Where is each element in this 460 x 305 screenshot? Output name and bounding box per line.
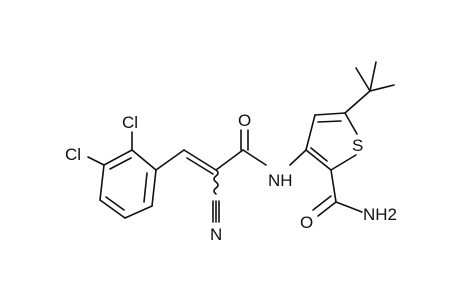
tbutyl-methyl-bond (355, 67, 371, 92)
tbutyl-bond (344, 90, 371, 114)
cl-bond-left (87, 156, 105, 166)
amide-co-double-bond-inner (312, 195, 332, 211)
ring-double-bond (314, 112, 346, 116)
ring-amide-bond (330, 169, 337, 203)
dichlorophenyl-ring (99, 149, 157, 219)
nitrile-n-label: N (210, 225, 222, 244)
ring-bond (344, 112, 358, 135)
acrylamide-chain (155, 129, 267, 223)
aryl-vinyl-bond (155, 149, 185, 171)
amide-co-double-bond (317, 201, 337, 217)
tbutyl-methyl-bond (369, 84, 395, 92)
amide-nh2-label: NH2 (363, 205, 397, 224)
wavy-nitrile-bond (213, 169, 219, 195)
tert-butyl-group (344, 61, 395, 114)
ring-double-bond (143, 172, 148, 203)
oxygen-bottom-label: O (300, 213, 313, 232)
cl-left-label: Cl (65, 145, 81, 164)
ring-double-bond-inner (310, 147, 328, 162)
carbonyl-nh-bond (242, 149, 267, 166)
ring-bond (99, 199, 126, 219)
ring-bond (330, 154, 357, 171)
vinyl-double-bond (183, 149, 217, 171)
amide-nh-label: NH (268, 171, 293, 190)
ring-double-bond (105, 196, 125, 211)
ring-bond (151, 169, 157, 207)
ring-bond (103, 149, 133, 166)
ring-bond (305, 114, 316, 151)
sulfur-label: S (352, 136, 363, 155)
ring-bond (124, 205, 153, 219)
cl-top-label: Cl (122, 113, 138, 132)
tbutyl-methyl-bond (369, 61, 377, 92)
oxygen-top-label: O (238, 111, 251, 130)
nh-thiophene-bond (289, 149, 307, 166)
vinyl-carbonyl-bond (215, 149, 244, 171)
ring-double-bond-inner (317, 120, 342, 123)
thiophene-ring (289, 112, 358, 171)
amide-cn-bond (335, 201, 363, 213)
ring-double-bond (305, 149, 332, 171)
ring-double-bond (109, 157, 132, 170)
vinyl-double-bond-inner (186, 157, 214, 175)
carboxamide-group (312, 169, 363, 217)
ring-bond (99, 164, 105, 201)
ring-bond (131, 149, 157, 171)
